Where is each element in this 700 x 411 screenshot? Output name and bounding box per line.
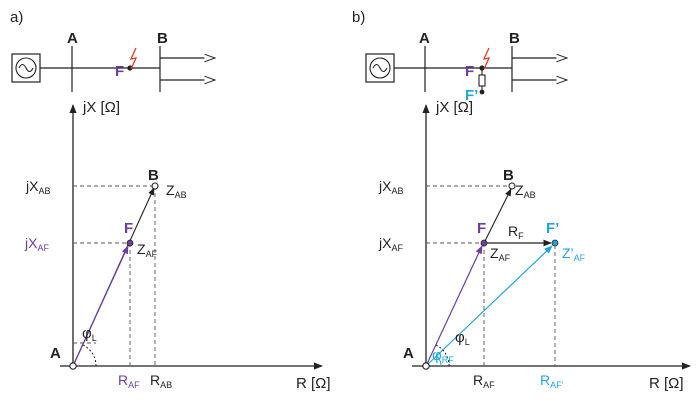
x-tick-rab: RAB — [150, 372, 172, 390]
fault-prime-label: F’ — [465, 87, 478, 104]
x-tick-raf-prime: RAF’ — [540, 372, 564, 390]
panel-a: a) A B F jX [Ω] R [Ω] — [10, 9, 331, 392]
origin-label: A — [50, 345, 61, 362]
angle-phi-rf: φRF — [432, 347, 454, 365]
z-af-label: ZAF — [137, 241, 158, 259]
y-tick-jxab: jXAB — [25, 178, 50, 196]
z-ab-label: ZAB — [166, 182, 187, 200]
origin-label: A — [403, 345, 414, 362]
bus-b-label: B — [157, 30, 168, 47]
angle-arc-l — [435, 344, 450, 367]
origin-point — [422, 362, 430, 370]
origin-point — [69, 362, 77, 370]
point-f-prime — [551, 239, 559, 247]
x-tick-raf: RAF — [473, 372, 495, 390]
point-f-label: F — [477, 220, 486, 237]
y-axis-label: jX [Ω] — [435, 99, 473, 116]
y-tick-jxaf: jXAF — [378, 235, 403, 253]
point-f — [126, 239, 134, 247]
fault-label: F — [465, 63, 474, 80]
lightning-icon — [129, 47, 138, 70]
panel-b-network: A B F F’ — [365, 30, 567, 104]
vector-z-af-prime — [425, 245, 553, 367]
z-af-label: ZAF — [490, 245, 511, 263]
angle-phi-l: φL — [82, 325, 97, 343]
z-ab-label: ZAB — [515, 182, 536, 200]
point-b-label: B — [148, 167, 159, 184]
fault-resistor-icon — [478, 68, 486, 95]
fault-point — [127, 65, 133, 71]
x-axis-label: R [Ω] — [649, 375, 684, 392]
y-axis-label: jX [Ω] — [82, 99, 120, 116]
panel-b-label: b) — [352, 9, 365, 26]
angle-arc-rf — [436, 355, 442, 367]
bus-a-label: A — [67, 30, 78, 47]
fault-label: F — [115, 63, 124, 80]
point-f-label: F — [124, 220, 133, 237]
angle-arc-l — [82, 344, 97, 367]
vector-z-af — [425, 245, 483, 367]
point-f-prime-label: F’ — [546, 220, 559, 237]
r-f-label: RF — [508, 223, 524, 241]
point-f — [480, 239, 488, 247]
point-b-label: B — [503, 167, 514, 184]
bus-b-label: B — [509, 30, 520, 47]
point-b — [151, 182, 159, 190]
ac-source-icon — [11, 53, 41, 83]
bus-a-label: A — [419, 30, 430, 47]
x-tick-raf: RAF — [118, 372, 140, 390]
panel-b: b) A B F F’ — [352, 9, 691, 392]
panel-a-label: a) — [10, 9, 23, 26]
z-af-prime-label: Z’AF — [562, 245, 586, 263]
panel-a-network: A B F — [11, 30, 215, 92]
angle-phi-l: φL — [455, 329, 470, 347]
point-b — [508, 182, 516, 190]
ac-source-icon — [365, 53, 395, 83]
vector-z-fb — [483, 188, 512, 244]
y-tick-jxaf: jXAF — [24, 235, 49, 253]
y-tick-jxab: jXAB — [378, 178, 403, 196]
vector-z-af — [72, 245, 129, 367]
x-axis-label: R [Ω] — [296, 375, 331, 392]
lightning-icon — [482, 47, 491, 70]
